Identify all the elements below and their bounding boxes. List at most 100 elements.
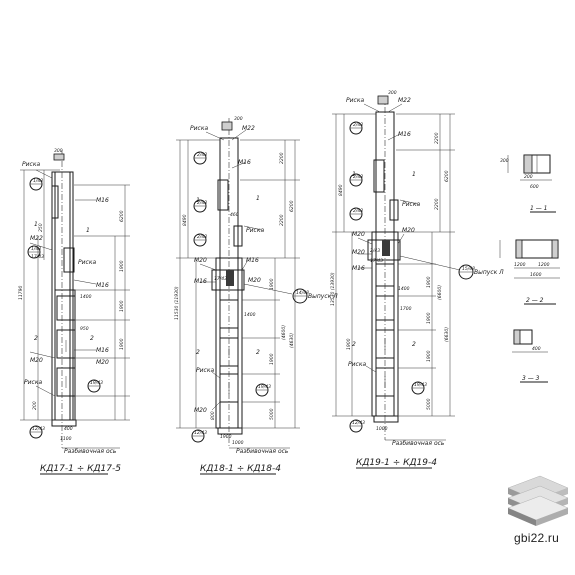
kd17-label-2: Риска bbox=[24, 379, 42, 386]
kd18-label-6: M20 bbox=[194, 257, 207, 264]
kd17-label-9: 1 bbox=[34, 221, 38, 228]
kd18-dim-1: 11530 (11930) bbox=[174, 286, 180, 320]
kd17-label-3: M16 bbox=[96, 197, 109, 204]
kd18-label-3: M22 bbox=[242, 125, 255, 132]
kd17-ref-2: 17/43 bbox=[31, 254, 44, 260]
kd17-dim-5: 950 bbox=[80, 326, 89, 332]
kd19-dim-7: 1900 bbox=[426, 350, 432, 362]
section-2-2-dim-1: 1200 bbox=[538, 262, 550, 268]
kd18-ref-0: 2/43 bbox=[197, 152, 207, 158]
kd17-dim-9: 1100 bbox=[60, 436, 72, 442]
section-1-1: 1 — 1 300 200 600 bbox=[500, 154, 556, 213]
kd19-label-10: 1 bbox=[412, 171, 416, 178]
kd19-label-6: M20 bbox=[352, 231, 365, 238]
kd18-ref-4: 19/43 bbox=[258, 384, 271, 390]
kd18-label-11: 1 bbox=[256, 195, 260, 202]
section-2-2-dim-2: 1600 bbox=[530, 272, 542, 278]
kd17-dim-11: 250 bbox=[38, 223, 44, 232]
kd19-label-0: Риска bbox=[346, 97, 364, 104]
kd18-label-0: Риска bbox=[190, 125, 208, 132]
kd18-label-9: M20 bbox=[194, 407, 207, 414]
kd18-dim-6: 1400 bbox=[244, 312, 256, 318]
kd19-label-8: M20 bbox=[352, 249, 365, 256]
kd19-dim-13: 1400 bbox=[398, 286, 410, 292]
kd17-label-10: 1 bbox=[86, 227, 90, 234]
kd19-dim-15: 300 bbox=[388, 90, 397, 96]
kd18-callout: Выпуск Л bbox=[308, 293, 338, 300]
kd18-ref-5: 12/43 bbox=[194, 430, 207, 436]
kd19-dim-9: (6630) bbox=[444, 327, 450, 342]
kd19-label-7: M20 bbox=[402, 227, 415, 234]
kd19-label-5: M16 bbox=[352, 265, 365, 272]
section-2-2: 2 — 2 1200 1200 1600 bbox=[499, 239, 560, 305]
kd19-label-4: M16 bbox=[398, 131, 411, 138]
kd17-axis-label: Разбивочная ось bbox=[64, 448, 117, 455]
kd19-ref-6: 12/43 bbox=[352, 420, 365, 426]
kd17-dim-0: 11790 bbox=[18, 286, 24, 300]
kd18-dim-3: 2200 bbox=[279, 152, 285, 164]
kd18-dim-13: (4630) bbox=[289, 333, 295, 348]
kd17-label-6: M20 bbox=[30, 357, 43, 364]
kd18-dim-11: 460 bbox=[230, 212, 239, 218]
kd18-ref-2: 2/43 bbox=[197, 234, 207, 240]
kd18-dim-14: (4600) bbox=[281, 325, 287, 340]
kd19-dim-2: 6200 bbox=[444, 170, 450, 182]
kd18-label-12: 2 bbox=[196, 349, 200, 356]
section-3-3: 3 — 3 400 bbox=[512, 329, 548, 383]
kd17-dim-8: 300 bbox=[54, 148, 63, 154]
kd19-dim-11: 1700 bbox=[400, 306, 412, 312]
kd18-axis-label: Разбивочная ось bbox=[236, 448, 289, 455]
kd18-label-2: Риска bbox=[196, 367, 214, 374]
kd19-dim-3: 2200 bbox=[434, 132, 440, 144]
kd17-label-1: Риска bbox=[78, 259, 96, 266]
column-kd17: КД17-1 ÷ КД17-5 Разбивочная ось Риска Ри… bbox=[18, 148, 130, 475]
kd17-title: КД17-1 ÷ КД17-5 bbox=[40, 464, 121, 474]
kd19-axis-label: Разбивочная ось bbox=[392, 440, 445, 447]
kd17-label-7: M20 bbox=[96, 359, 109, 366]
kd18-dim-15: 1000 bbox=[232, 440, 244, 446]
kd18-ref-6: 14/48 bbox=[296, 290, 309, 296]
kd17-ref-3: 19/43 bbox=[90, 380, 103, 386]
kd18-label-10: 1 bbox=[196, 197, 200, 204]
kd17-ref-1: 1/43 bbox=[31, 246, 41, 252]
kd18-ref-1: 2/43 bbox=[197, 200, 207, 206]
kd18-label-1: Риска bbox=[246, 227, 264, 234]
kd19-dim-8: 5000 bbox=[426, 398, 432, 410]
column-kd19: КД19-1 ÷ КД19-4 Разбивочная ось Выпуск Л… bbox=[330, 90, 504, 469]
kd18-label-8: M16 bbox=[194, 278, 207, 285]
kd18-dim-10: 1900 bbox=[220, 434, 232, 440]
kd18-dim-0: 8490 bbox=[182, 214, 188, 226]
stacked-slabs-logo bbox=[507, 475, 569, 526]
kd19-label-9: 1 bbox=[352, 171, 356, 178]
kd19-label-11: 2 bbox=[352, 341, 356, 348]
kd18-dim-2: 6200 bbox=[289, 200, 295, 212]
column-kd18: КД18-1 ÷ КД18-4 Разбивочная ось Выпуск Л… bbox=[174, 116, 338, 475]
kd19-dim-12: 1900 bbox=[346, 338, 352, 350]
kd18-dim-12: 300 bbox=[234, 116, 243, 122]
kd18-label-13: 2 bbox=[256, 349, 260, 356]
kd17-label-0: Риска bbox=[22, 161, 40, 168]
kd18-title: КД18-1 ÷ КД18-4 bbox=[200, 464, 281, 474]
kd19-dim-10: (6600) bbox=[437, 285, 443, 300]
kd19-ref-1: 2/43 bbox=[353, 174, 363, 180]
kd17-label-8: M22 bbox=[30, 235, 43, 242]
kd19-ref-7: 15/48 bbox=[462, 266, 475, 272]
kd19-callout: Выпуск Л bbox=[474, 269, 504, 276]
kd19-label-12: 2 bbox=[412, 341, 416, 348]
section-2-2-dim-0: 1200 bbox=[514, 262, 526, 268]
kd19-dim-4: 2200 bbox=[434, 198, 440, 210]
kd17-label-12: 2 bbox=[90, 335, 94, 342]
kd19-ref-5: 19/43 bbox=[414, 382, 427, 388]
kd19-label-3: M22 bbox=[398, 97, 411, 104]
kd19-dim-1: 13530 (13930) bbox=[330, 272, 336, 306]
kd19-dim-5: 1900 bbox=[426, 276, 432, 288]
section-2-2-label: 2 — 2 bbox=[526, 297, 544, 304]
kd18-dim-8: 1900 bbox=[269, 353, 275, 365]
kd17-dim-3: 1400 bbox=[80, 294, 92, 300]
brand-site-text[interactable]: gbi22.ru bbox=[514, 531, 559, 545]
kd19-ref-2: 2/43 bbox=[353, 208, 363, 214]
kd19-label-1: Риска bbox=[402, 201, 420, 208]
kd19-title: КД19-1 ÷ КД19-4 bbox=[356, 458, 437, 468]
